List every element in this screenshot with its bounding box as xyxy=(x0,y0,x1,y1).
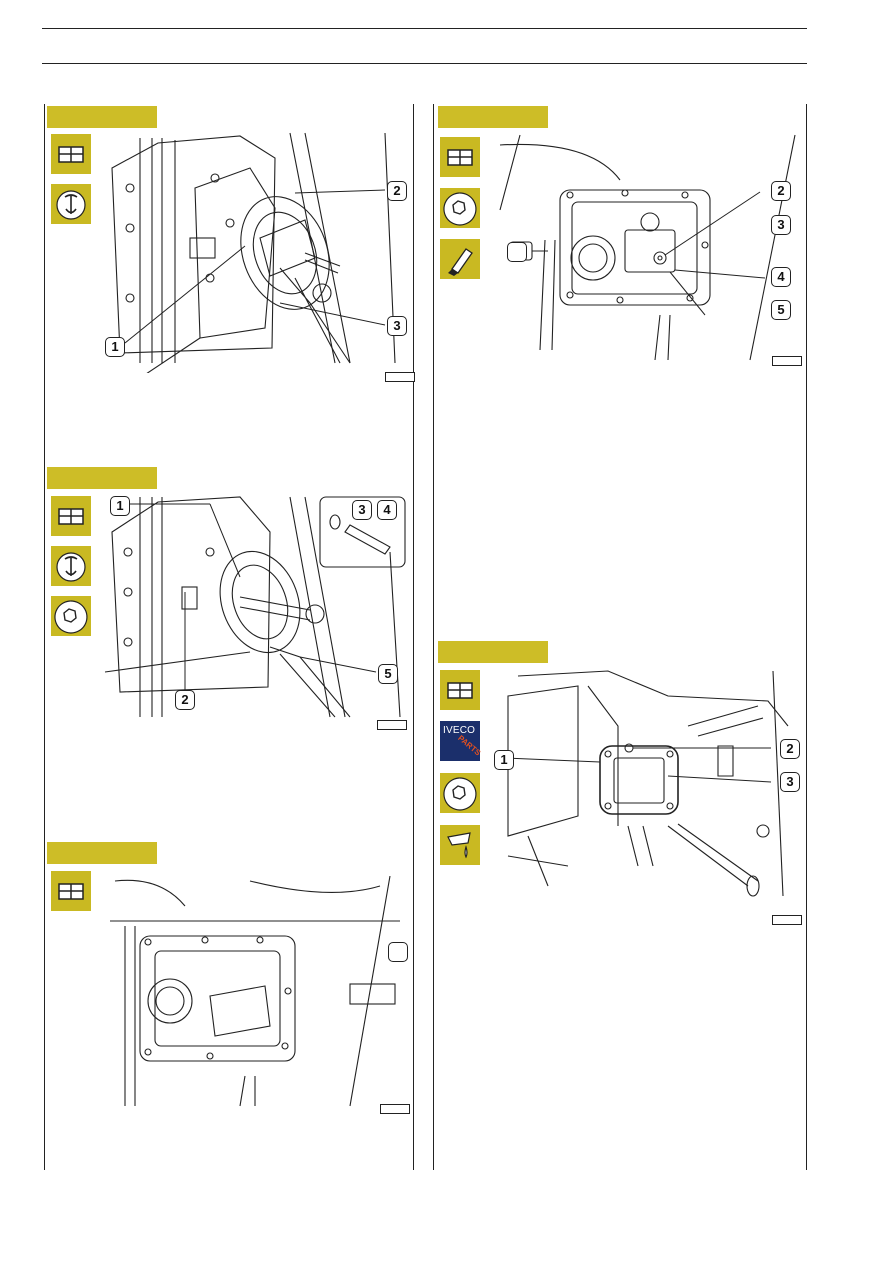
figure-reference-box xyxy=(377,720,407,730)
fig1-drawing xyxy=(111,132,396,373)
column-rule-left xyxy=(44,104,45,1170)
figure-tag xyxy=(47,842,157,864)
extractor-tool-icon xyxy=(51,184,91,224)
figure-tag xyxy=(47,467,157,489)
callout-4: 4 xyxy=(771,267,791,287)
callout-2: 2 xyxy=(175,690,195,710)
column-rule-mid-b xyxy=(433,104,434,1170)
callout-3: 3 xyxy=(352,500,372,520)
hex-nut-icon xyxy=(440,188,480,228)
oil-pour-icon xyxy=(440,825,480,865)
figure-reference-box xyxy=(380,1104,410,1114)
callout-3: 3 xyxy=(771,215,791,235)
callout-2: 2 xyxy=(771,181,791,201)
parts-text: PARTS xyxy=(456,733,483,758)
fig4-drawing xyxy=(499,134,796,361)
disassemble-icon xyxy=(51,496,91,536)
header-rule-bottom xyxy=(42,63,807,64)
callout-blank xyxy=(507,242,527,262)
figure-reference-box xyxy=(772,356,802,366)
extractor-tool-icon xyxy=(51,546,91,586)
callout-blank xyxy=(388,942,408,962)
iveco-parts-logo: IVECO PARTS xyxy=(440,721,483,761)
sealant-tube-icon xyxy=(440,239,480,279)
figure-tag xyxy=(438,641,548,663)
callout-3: 3 xyxy=(387,316,407,336)
hex-nut-icon xyxy=(51,596,91,636)
fig3-drawing xyxy=(110,876,400,1107)
disassemble-icon xyxy=(51,871,91,911)
callout-4: 4 xyxy=(377,500,397,520)
callout-1: 1 xyxy=(105,337,125,357)
callout-1: 1 xyxy=(494,750,514,770)
figure-tag xyxy=(438,106,548,128)
hex-nut-icon xyxy=(440,773,480,813)
header-rule-top xyxy=(42,28,807,29)
figure-tag xyxy=(47,106,157,128)
fig2-drawing xyxy=(104,496,406,718)
column-rule-right xyxy=(806,104,807,1170)
disassemble-icon xyxy=(440,670,480,710)
fig5-drawing xyxy=(505,670,789,897)
callout-5: 5 xyxy=(378,664,398,684)
figure-reference-box xyxy=(385,372,415,382)
figure-reference-box xyxy=(772,915,802,925)
callout-2: 2 xyxy=(387,181,407,201)
disassemble-icon xyxy=(440,137,480,177)
callout-1: 1 xyxy=(110,496,130,516)
callout-3: 3 xyxy=(780,772,800,792)
column-rule-mid-a xyxy=(413,104,414,1170)
brand-text: IVECO xyxy=(443,725,476,736)
disassemble-icon xyxy=(51,134,91,174)
callout-2: 2 xyxy=(780,739,800,759)
callout-5: 5 xyxy=(771,300,791,320)
